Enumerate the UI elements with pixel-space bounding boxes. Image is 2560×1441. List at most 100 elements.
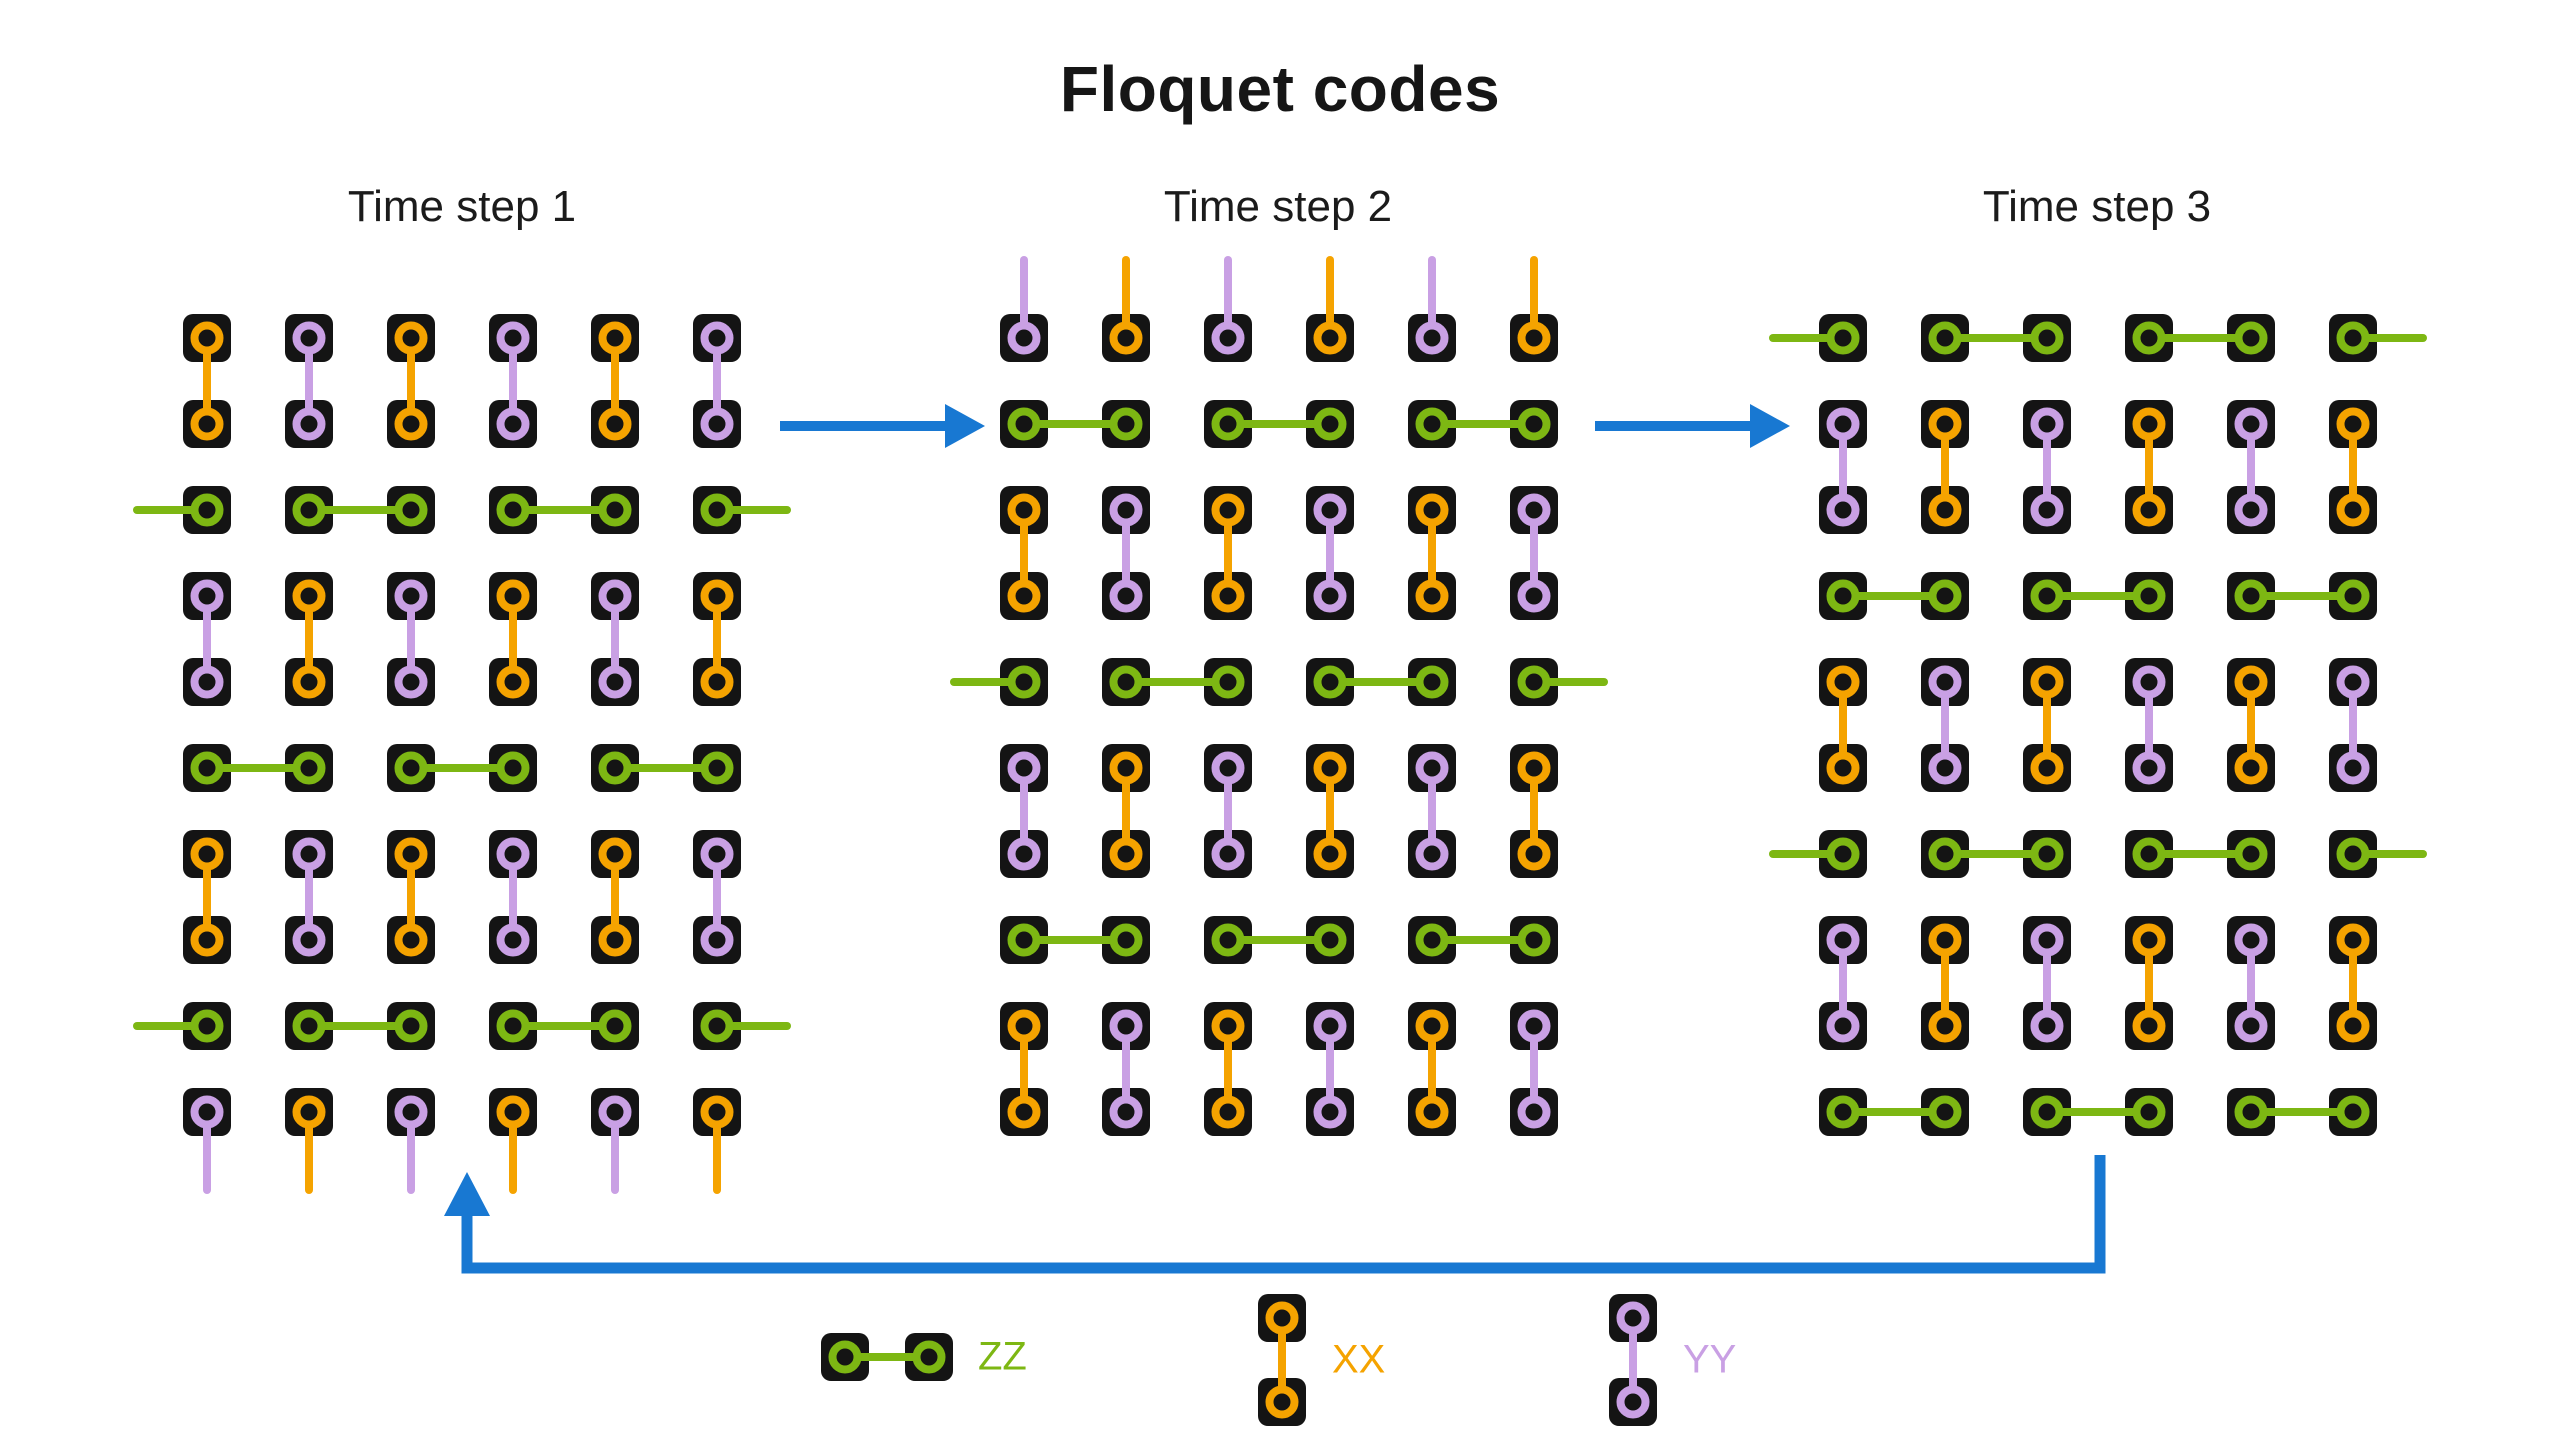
qubit-square: [2227, 916, 2275, 964]
qubit-square: [1102, 400, 1150, 448]
qubit-square: [693, 486, 741, 534]
qubit-square: [1921, 400, 1969, 448]
arrow-step1-to-step2: [780, 404, 985, 448]
qubit-square: [387, 400, 435, 448]
qubit-ring: [1517, 751, 1551, 785]
qubit-ring: [700, 1009, 734, 1043]
qubit-square: [1204, 486, 1252, 534]
qubit-square: [2023, 572, 2071, 620]
qubit-ring: [1826, 837, 1860, 871]
qubit-ring: [1211, 1095, 1245, 1129]
qubit-ring: [598, 1095, 632, 1129]
qubit-square: [387, 1002, 435, 1050]
qubit-square: [1408, 916, 1456, 964]
qubit-square: [489, 830, 537, 878]
qubit-square: [183, 486, 231, 534]
qubit-ring: [2030, 321, 2064, 355]
qubit-ring: [1109, 1009, 1143, 1043]
qubit-square: [693, 658, 741, 706]
qubit-square: [1258, 1378, 1306, 1426]
qubit-square: [1510, 486, 1558, 534]
qubit-square: [1204, 830, 1252, 878]
arrow-step2-to-step3: [1595, 404, 1790, 448]
qubit-ring: [1211, 751, 1245, 785]
qubit-ring: [2234, 665, 2268, 699]
qubit-ring: [700, 923, 734, 957]
qubit-ring: [1313, 407, 1347, 441]
qubit-ring: [2336, 321, 2370, 355]
qubit-ring: [1517, 493, 1551, 527]
qubit-ring: [2132, 751, 2166, 785]
qubit-ring: [598, 665, 632, 699]
qubit-ring: [2336, 837, 2370, 871]
qubit-ring: [292, 493, 326, 527]
qubit-ring: [1211, 493, 1245, 527]
qubit-ring: [1109, 751, 1143, 785]
figure-title: Floquet codes: [1059, 53, 1501, 125]
qubit-ring: [1109, 665, 1143, 699]
qubit-squares: [821, 1333, 953, 1381]
qubit-ring: [190, 665, 224, 699]
qubit-ring: [2132, 407, 2166, 441]
qubit-ring: [2336, 923, 2370, 957]
qubit-ring: [598, 1009, 632, 1043]
qubit-ring: [1826, 665, 1860, 699]
qubit-ring: [2132, 493, 2166, 527]
panel-time-step-1: [133, 314, 791, 1194]
legend-label-yy: YY: [1683, 1337, 1737, 1382]
qubit-square: [1921, 658, 1969, 706]
qubit-ring: [2234, 923, 2268, 957]
qubit-square: [1306, 1002, 1354, 1050]
qubit-ring: [1211, 407, 1245, 441]
qubit-ring: [700, 751, 734, 785]
legend-label-xx: XX: [1332, 1337, 1386, 1382]
qubit-square: [2329, 1088, 2377, 1136]
qubit-ring: [2030, 837, 2064, 871]
qubit-ring: [1313, 1095, 1347, 1129]
qubit-square: [1819, 314, 1867, 362]
qubit-square: [2227, 658, 2275, 706]
qubit-square: [591, 916, 639, 964]
qubit-squares: [183, 314, 741, 1136]
qubit-square: [1102, 486, 1150, 534]
qubit-ring: [1415, 493, 1449, 527]
qubit-ring: [190, 407, 224, 441]
qubit-ring: [1007, 837, 1041, 871]
qubit-square: [1819, 658, 1867, 706]
qubit-ring: [292, 751, 326, 785]
qubit-square: [183, 1088, 231, 1136]
qubit-ring: [1265, 1385, 1299, 1419]
qubit-square: [1204, 572, 1252, 620]
qubit-ring: [1007, 579, 1041, 613]
qubit-square: [183, 572, 231, 620]
qubit-ring: [598, 407, 632, 441]
qubit-square: [489, 1002, 537, 1050]
qubit-square: [489, 1088, 537, 1136]
qubit-ring: [1211, 923, 1245, 957]
qubit-square: [1819, 572, 1867, 620]
qubit-square: [2125, 1088, 2173, 1136]
qubit-ring: [394, 837, 428, 871]
qubit-ring: [1928, 751, 1962, 785]
qubit-square: [2329, 486, 2377, 534]
qubit-square: [1204, 314, 1252, 362]
qubit-square: [1819, 744, 1867, 792]
qubit-square: [2023, 916, 2071, 964]
qubit-square: [1921, 744, 1969, 792]
qubit-square: [2023, 830, 2071, 878]
qubit-ring: [598, 923, 632, 957]
qubit-square: [2125, 314, 2173, 362]
qubit-square: [2227, 744, 2275, 792]
qubit-ring: [1007, 923, 1041, 957]
arrow-step3-back-to-step1: [444, 1155, 2106, 1274]
qubit-ring: [2234, 1095, 2268, 1129]
qubit-ring: [1517, 1095, 1551, 1129]
qubit-square: [693, 572, 741, 620]
qubit-ring: [2336, 493, 2370, 527]
bond-links: [133, 348, 791, 1194]
qubit-square: [1408, 314, 1456, 362]
qubit-square: [1819, 486, 1867, 534]
qubit-square: [1102, 1088, 1150, 1136]
qubit-square: [1609, 1294, 1657, 1342]
